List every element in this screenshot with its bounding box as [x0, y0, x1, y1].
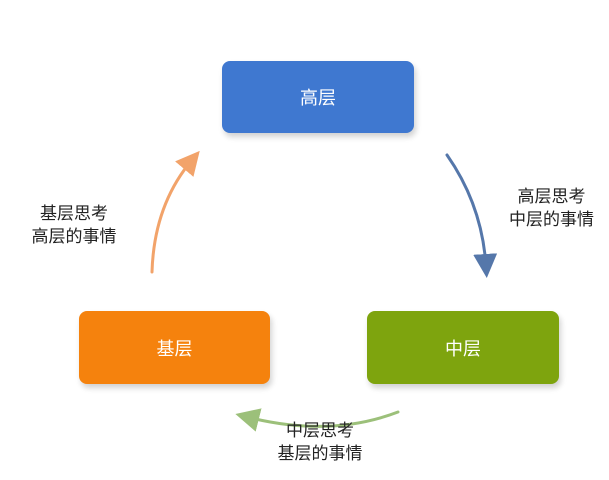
edge-label-left-to-top-line2: 高层的事情 [31, 227, 117, 247]
node-high-level-label: 高层 [300, 88, 336, 109]
node-high-level: 高层 [222, 61, 414, 133]
node-base-level: 基层 [79, 311, 270, 384]
node-base-level-label: 基层 [156, 338, 193, 360]
edge-label-left-to-top: 基层思考 高层的事情 [14, 203, 134, 249]
edge-label-top-to-right-line2: 中层的事情 [509, 210, 594, 230]
arrow-right-to-left [235, 408, 400, 432]
node-middle-level: 中层 [367, 311, 559, 384]
edge-label-right-to-left-line2: 基层的事情 [277, 444, 363, 464]
edge-label-left-to-top-line1: 基层思考 [40, 204, 108, 224]
edge-label-top-to-right: 高层思考 中层的事情 [494, 186, 609, 232]
edge-label-top-to-right-line1: 高层思考 [517, 187, 586, 207]
edge-label-right-to-left: 中层思考 基层的事情 [260, 420, 380, 466]
arrow-left-to-top [150, 150, 200, 274]
edge-label-right-to-left-line1: 中层思考 [286, 421, 354, 441]
node-middle-level-label: 中层 [445, 338, 481, 360]
arrow-top-to-right [445, 153, 498, 278]
